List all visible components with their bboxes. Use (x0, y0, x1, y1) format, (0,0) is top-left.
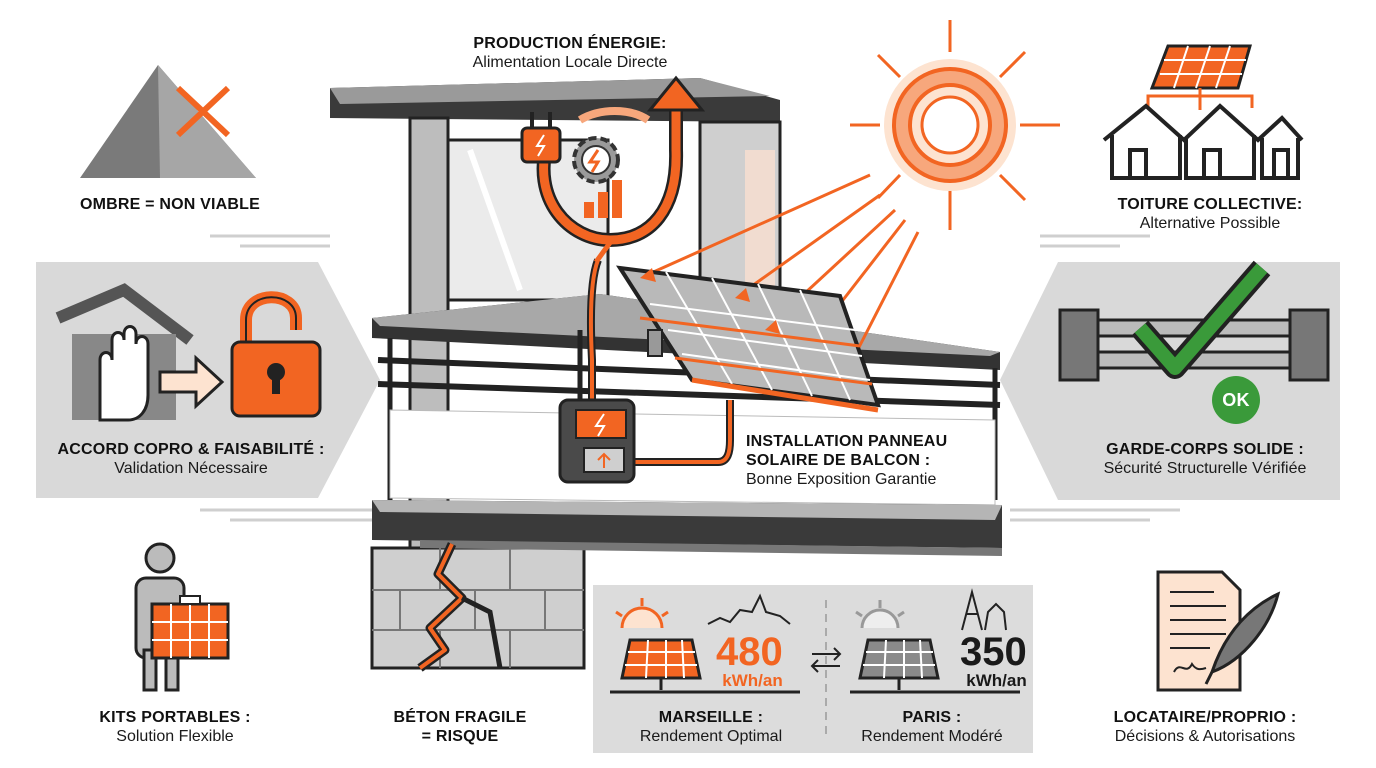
marseille-unit: kWh/an (722, 671, 783, 690)
balcony-solar-panel (615, 265, 881, 413)
paris-sun-panel-icon (850, 588, 1020, 694)
inverter-icon (558, 258, 734, 484)
installation-subtitle: Bonne Exposition Garantie (746, 471, 937, 489)
person-portable-panel-icon (134, 542, 230, 692)
shared-roof-solar-icon (1102, 44, 1304, 180)
production-title: PRODUCTION ÉNERGIE: (473, 35, 667, 52)
production-label: PRODUCTION ÉNERGIE: Alimentation Locale … (430, 34, 710, 72)
paris-unit: kWh/an (966, 671, 1027, 690)
beton-label: BÉTON FRAGILE = RISQUE (360, 708, 560, 746)
production-icon (520, 75, 706, 264)
marseille-value: 480 (716, 630, 783, 674)
beton-line2: = RISQUE (421, 728, 499, 746)
unlock-icon (230, 291, 322, 418)
accord-label: ACCORD COPRO & FAISABILITÉ : Validation … (36, 440, 346, 478)
accord-title: ACCORD COPRO & FAISABILITÉ : (57, 441, 325, 458)
shadow-cross-icon (80, 65, 256, 178)
installation-label: INSTALLATION PANNEAU SOLAIRE DE BALCON :… (746, 432, 996, 490)
sun-icon (850, 20, 1060, 230)
ok-badge-text: OK (1222, 390, 1250, 410)
locataire-subtitle: Décisions & Autorisations (1114, 728, 1296, 746)
garde-corps-label: GARDE-CORPS SOLIDE : Sécurité Structurel… (1050, 440, 1360, 478)
kits-subtitle: Solution Flexible (116, 728, 234, 746)
production-subtitle: Alimentation Locale Directe (472, 54, 668, 72)
contract-quill-icon (1156, 570, 1281, 692)
marseille-title: MARSEILLE : (658, 709, 764, 726)
ok-badge (1212, 376, 1260, 424)
marseille-subtitle: Rendement Optimal (639, 728, 783, 746)
marseille-sun-panel-icon (610, 593, 800, 694)
speed-lines (200, 234, 1180, 522)
locataire-label: LOCATAIRE/PROPRIO : Décisions & Autorisa… (1080, 708, 1330, 746)
railing-check-icon (1058, 260, 1330, 424)
kits-label: KITS PORTABLES : Solution Flexible (60, 708, 290, 746)
accord-subtitle: Validation Nécessaire (114, 460, 268, 478)
paris-value: 350 (960, 630, 1027, 674)
marseille-label: MARSEILLE : Rendement Optimal (600, 708, 822, 746)
toiture-title: TOITURE COLLECTIVE: (1117, 196, 1303, 213)
locataire-title: LOCATAIRE/PROPRIO : (1113, 709, 1297, 726)
garde-corps-title: GARDE-CORPS SOLIDE : (1106, 441, 1304, 458)
exchange-arrows-icon (810, 647, 842, 673)
crack-icon (417, 542, 503, 672)
house-hand-icon (55, 283, 194, 422)
ombre-title: OMBRE = NON VIABLE (79, 196, 261, 213)
ray-arrowheads (640, 268, 780, 334)
installation-line2: SOLAIRE DE BALCON : (746, 452, 931, 470)
toiture-label: TOITURE COLLECTIVE: Alternative Possible (1090, 195, 1330, 233)
paris-figure: 350 kWh/an (960, 632, 1027, 689)
ombre-label: OMBRE = NON VIABLE (50, 195, 290, 214)
installation-line1: INSTALLATION PANNEAU (746, 433, 948, 450)
paris-title: PARIS : (902, 709, 962, 726)
paris-label: PARIS : Rendement Modéré (834, 708, 1030, 746)
toiture-subtitle: Alternative Possible (1139, 215, 1281, 233)
arrow-right-icon (158, 354, 225, 410)
paris-subtitle: Rendement Modéré (861, 728, 1003, 746)
kits-title: KITS PORTABLES : (99, 709, 251, 726)
beton-line1: BÉTON FRAGILE (393, 709, 527, 726)
marseille-figure: 480 kWh/an (716, 632, 783, 689)
garde-corps-subtitle: Sécurité Structurelle Vérifiée (1103, 460, 1307, 478)
